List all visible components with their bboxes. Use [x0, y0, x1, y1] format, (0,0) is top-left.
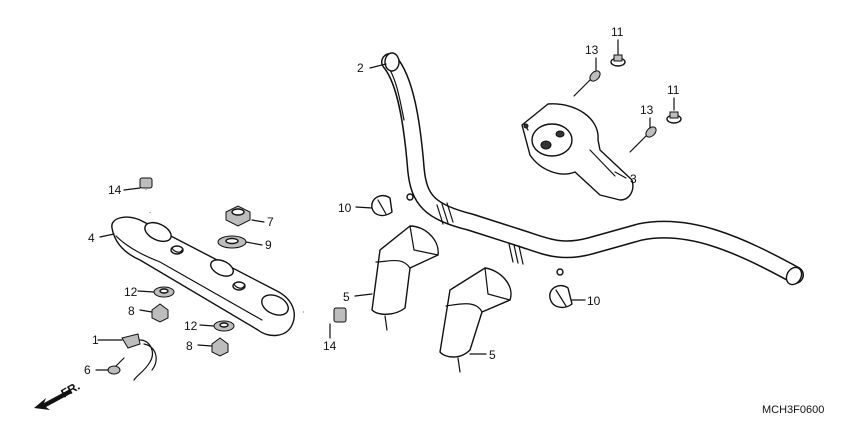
handlebar: [381, 52, 804, 286]
callout-4: 4: [88, 231, 95, 245]
callout-12-left: 12: [124, 285, 138, 299]
callout-9: 9: [265, 238, 272, 252]
lower-holder-right: [439, 267, 512, 373]
front-direction-indicator: FR.: [34, 379, 82, 410]
callout-8-right: 8: [186, 339, 193, 353]
bolt-13-upper: [573, 70, 601, 97]
clamp-10-left: [371, 194, 393, 217]
callout-8-left: 8: [128, 304, 135, 318]
diagram-code: MCH3F0600: [762, 404, 824, 416]
callouts: 2 3 4 5 5 1 6 7 8 8 9 10 10 11 11 12 12 …: [84, 25, 680, 377]
callout-7: 7: [267, 215, 274, 229]
callout-1: 1: [92, 333, 99, 347]
switch-housing: [521, 103, 634, 201]
callout-14-lower: 14: [323, 339, 337, 353]
callout-11-upper: 11: [611, 25, 624, 39]
callout-6: 6: [84, 363, 91, 377]
callout-3: 3: [630, 172, 637, 186]
nut-7: [225, 205, 251, 227]
direction-arrow-icon: [34, 389, 72, 410]
callout-14-upper: 14: [108, 183, 122, 197]
callout-13-upper: 13: [585, 43, 599, 57]
washer-9: [217, 235, 247, 249]
callout-11-lower: 11: [667, 83, 680, 97]
callout-2: 2: [357, 61, 364, 75]
bolt-13-lower: [629, 126, 657, 153]
clamp-10-right: [549, 284, 573, 309]
top-bridge: [111, 216, 295, 337]
leader-lines: [95, 39, 675, 371]
cable-bracket-1: [121, 333, 157, 381]
callout-5-left: 5: [343, 290, 350, 304]
screw-11-upper: [610, 54, 626, 67]
washer-12-left: [153, 286, 175, 298]
callout-10-left: 10: [338, 201, 352, 215]
callout-12-right: 12: [184, 319, 198, 333]
screw-6: [107, 357, 125, 375]
bolt-14-upper: [139, 177, 153, 213]
callout-5-right: 5: [489, 348, 496, 362]
callout-10-right: 10: [587, 294, 601, 308]
bolt-14-lower: [303, 307, 347, 323]
lower-holder-left: [371, 225, 439, 331]
washer-12-right: [213, 320, 235, 332]
nut-8-right: [211, 337, 229, 357]
screw-11-lower: [666, 111, 682, 124]
nut-8-left: [151, 303, 169, 323]
callout-13-lower: 13: [640, 103, 654, 117]
